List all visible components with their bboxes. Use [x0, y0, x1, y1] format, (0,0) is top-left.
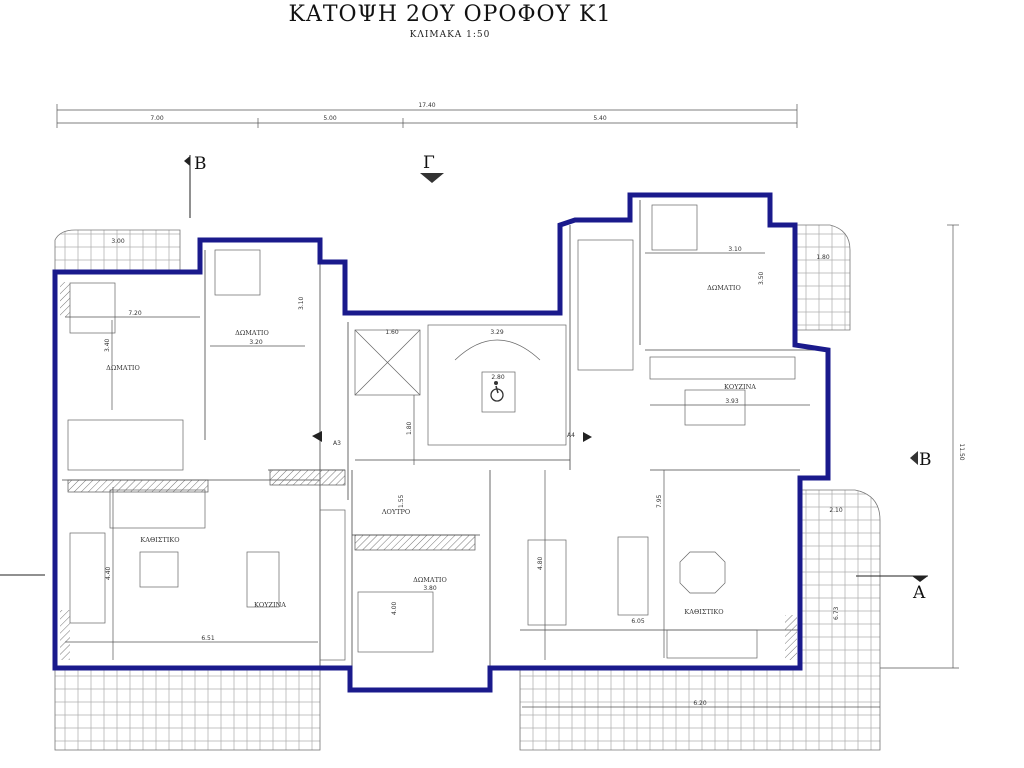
dim-text: 3.93 — [725, 398, 739, 405]
section-gamma: Γ — [423, 153, 435, 173]
top-dimensions: 17.40 7.00 5.00 5.40 — [56, 102, 798, 128]
interior-dimensions: 7.20 3.40 3.20 3.10 1.60 3.29 2.80 1.80 … — [65, 238, 880, 708]
section-arrow-icon — [912, 576, 928, 582]
section-arrow-icon — [910, 451, 918, 465]
section-arrow-icon — [583, 432, 592, 442]
wheelchair-icon — [490, 381, 504, 402]
section-arrow-icon — [184, 156, 190, 166]
dim-text: 3.50 — [758, 271, 765, 285]
bed — [357, 591, 434, 653]
dim-text: 1.60 — [385, 329, 399, 336]
dim-text: 3.20 — [249, 339, 263, 346]
dim-text: 7.20 — [128, 310, 142, 317]
coffee-table — [679, 551, 726, 594]
terrace-top-left — [54, 229, 181, 273]
drawing-scale: ΚΛΙΜΑΚΑ 1:50 — [409, 30, 491, 40]
dim-segment-3: 5.40 — [593, 115, 607, 122]
label-kitchen-right: ΚΟΥΖΙΝΑ — [724, 383, 756, 391]
bed — [214, 249, 261, 296]
dim-overall-width: 17.40 — [418, 102, 435, 109]
label-a3: A3 — [333, 440, 341, 447]
dim-text: 6.73 — [833, 606, 840, 620]
dining-table — [246, 551, 280, 608]
label-living-right: ΚΑΘΙΣΤΙΚΟ — [684, 608, 723, 616]
dim-text: 4.40 — [105, 566, 112, 580]
dim-segment-2: 5.00 — [323, 115, 337, 122]
room-labels: ΔΩΜΑΤΙΟ ΔΩΜΑΤΙΟ ΔΩΜΑΤΙΟ ΔΩΜΑΤΙΟ ΛΟΥΤΡΟ Κ… — [106, 284, 756, 616]
terrace-bottom-left — [54, 667, 321, 751]
terrace-bottom-right — [519, 489, 881, 751]
terraces — [54, 224, 881, 751]
sofa — [69, 532, 106, 624]
drawing-title: ΚΑΤΟΨΗ 2ΟΥ ΟΡΟΦΟΥ Κ1 — [288, 2, 612, 27]
label-bedroom-bottom: ΔΩΜΑΤΙΟ — [413, 576, 447, 584]
dim-text: 1.80 — [406, 421, 413, 435]
dim-text: 6.05 — [631, 618, 645, 625]
section-b-top: B — [194, 154, 207, 174]
dim-text: 3.29 — [490, 329, 504, 336]
dim-text: 4.80 — [537, 556, 544, 570]
bed — [69, 282, 116, 334]
dim-text: 3.80 — [423, 585, 437, 592]
dim-text: 1.55 — [398, 494, 405, 508]
dim-text: 2.10 — [829, 507, 843, 514]
bed — [651, 204, 698, 251]
dim-segment-1: 7.00 — [150, 115, 164, 122]
label-bedroom-top-right: ΔΩΜΑΤΙΟ — [707, 284, 741, 292]
dim-text: 4.00 — [391, 601, 398, 615]
dim-text: 6.51 — [201, 635, 215, 642]
sofa — [666, 629, 758, 659]
exterior-wall — [52, 192, 831, 693]
dim-text: 7.95 — [656, 494, 663, 508]
section-arrow-icon — [312, 431, 322, 442]
label-bedroom-top-mid: ΔΩΜΑΤΙΟ — [235, 329, 269, 337]
terrace-top-right — [794, 224, 851, 331]
furniture — [69, 204, 796, 661]
section-b-right: B — [919, 450, 932, 470]
dim-text: 3.40 — [104, 338, 111, 352]
dining-table — [527, 539, 567, 626]
label-living-left: ΚΑΘΙΣΤΙΚΟ — [140, 536, 179, 544]
section-arrow-icon — [420, 173, 444, 183]
label-kitchen-left: ΚΟΥΖΙΝΑ — [254, 601, 286, 609]
kitchen-table — [684, 389, 746, 426]
label-bathroom: ΛΟΥΤΡΟ — [381, 508, 410, 516]
label-bedroom-top-left: ΔΩΜΑΤΙΟ — [106, 364, 140, 372]
armchair — [139, 551, 179, 588]
dim-text: 6.20 — [693, 700, 707, 707]
sofa — [109, 489, 206, 529]
dim-overall-depth: 11.50 — [958, 443, 965, 460]
dim-text: 3.00 — [111, 238, 125, 245]
dim-text: 3.10 — [298, 296, 305, 310]
dim-text: 1.80 — [816, 254, 830, 261]
kitchen-counter — [319, 509, 346, 661]
dim-text: 2.80 — [491, 374, 505, 381]
section-a-right: A — [912, 583, 926, 603]
label-a4: A4 — [567, 432, 575, 439]
sofa — [617, 536, 649, 616]
interior-walls — [60, 200, 828, 690]
kitchen-counter — [649, 356, 796, 380]
building-floor — [55, 195, 828, 690]
section-markers: B Γ B A A3 A4 — [0, 153, 932, 603]
staircases — [67, 239, 634, 471]
dim-text: 3.10 — [728, 246, 742, 253]
